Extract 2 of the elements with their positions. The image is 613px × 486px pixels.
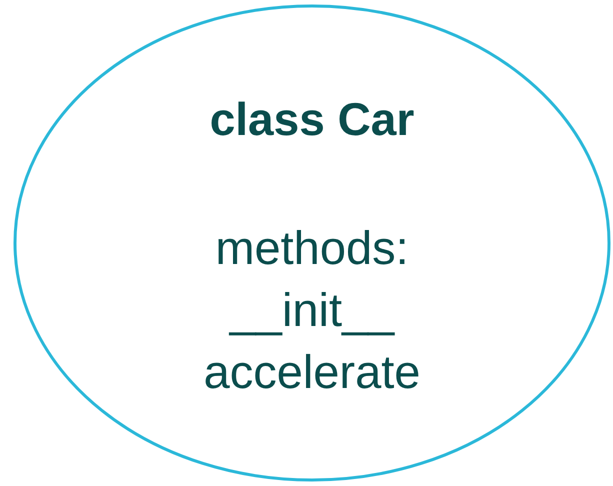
class-name: class Car — [208, 92, 416, 146]
method-list: methods: __init__ accelerate — [182, 217, 442, 403]
